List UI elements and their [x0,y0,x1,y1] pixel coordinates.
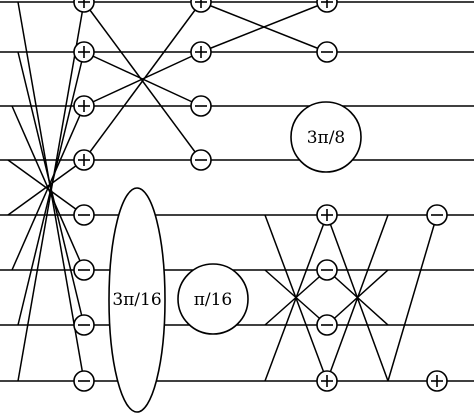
ellipse-shape [108,187,166,413]
rotation-circle-3pi8: 3π/8 [290,101,362,173]
edge [7,159,85,216]
circle-label: π/16 [194,290,233,310]
ellipse-label: 3π/16 [112,290,161,310]
edge [83,1,202,161]
minus-node [190,95,212,117]
circle-shape [290,101,362,173]
edge [11,105,85,271]
plus-node [73,41,95,63]
edge [17,1,85,382]
stage-1-edges [7,1,85,382]
edge [387,214,438,382]
minus-node [316,314,338,336]
plus-node [73,0,95,13]
rotation-ellipse-3pi16: 3π/16 [108,187,166,413]
edge [326,269,389,326]
plus-node [316,370,338,392]
edge [264,269,328,326]
rotation-circle-pi16: π/16 [177,263,249,335]
circle-label: 3π/8 [307,128,346,148]
plus-node [426,370,448,392]
circle-shape [177,263,249,335]
minus-node [73,314,95,336]
plus-node [316,0,338,13]
minus-node [190,149,212,171]
minus-node [316,259,338,281]
stage-2-edges [83,1,202,161]
lower-network-edges [264,214,438,382]
minus-node [73,370,95,392]
sign-nodes [73,0,448,392]
minus-node [73,259,95,281]
plus-node [190,41,212,63]
plus-node [73,95,95,117]
minus-node [73,204,95,226]
minus-node [426,204,448,226]
edge [200,1,328,53]
plus-node [316,204,338,226]
minus-node [316,41,338,63]
plus-node [73,149,95,171]
plus-node [190,0,212,13]
edge [83,51,202,107]
stage-3-edges [200,1,328,53]
